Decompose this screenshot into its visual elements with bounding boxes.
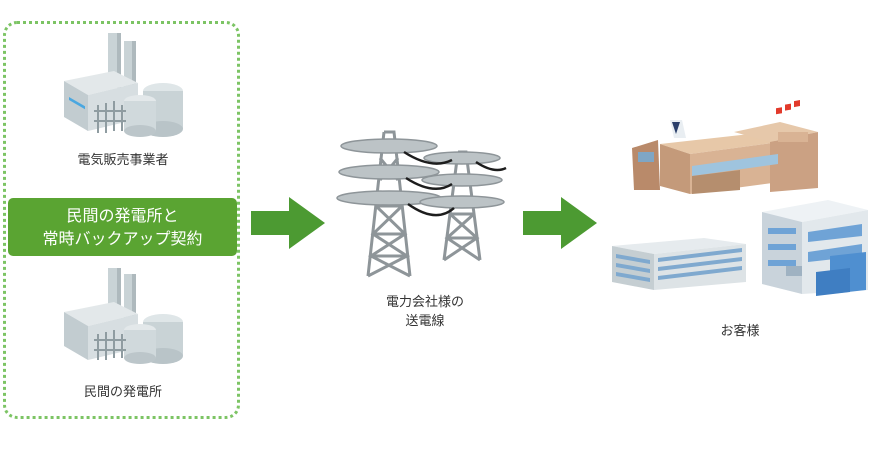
store-building-icon	[632, 100, 818, 194]
modern-building-icon	[762, 200, 868, 296]
power-plant-icon	[64, 268, 183, 364]
banner-line-2: 常時バックアップ契約	[42, 229, 203, 248]
right-arrow-icon	[523, 197, 597, 249]
supplier-group-frame	[3, 21, 240, 419]
banner-line-1: 民間の発電所と	[66, 206, 179, 225]
backup-contract-banner: 民間の発電所と 常時バックアップ契約	[8, 198, 237, 256]
power-plant-icon	[64, 33, 183, 137]
transmission-label-line-1: 電力会社様の	[385, 295, 464, 310]
customer-label: お客様	[720, 324, 760, 339]
transmission-label-line-2: 送電線	[405, 314, 445, 329]
right-arrow-icon	[251, 197, 325, 249]
private-plant-label: 民間の発電所	[83, 385, 162, 400]
supplier-label: 電気販売事業者	[77, 153, 169, 168]
transmission-tower-icon	[336, 130, 507, 278]
transmission-label: 電力会社様の 送電線	[360, 293, 490, 331]
office-building-icon	[612, 238, 746, 290]
